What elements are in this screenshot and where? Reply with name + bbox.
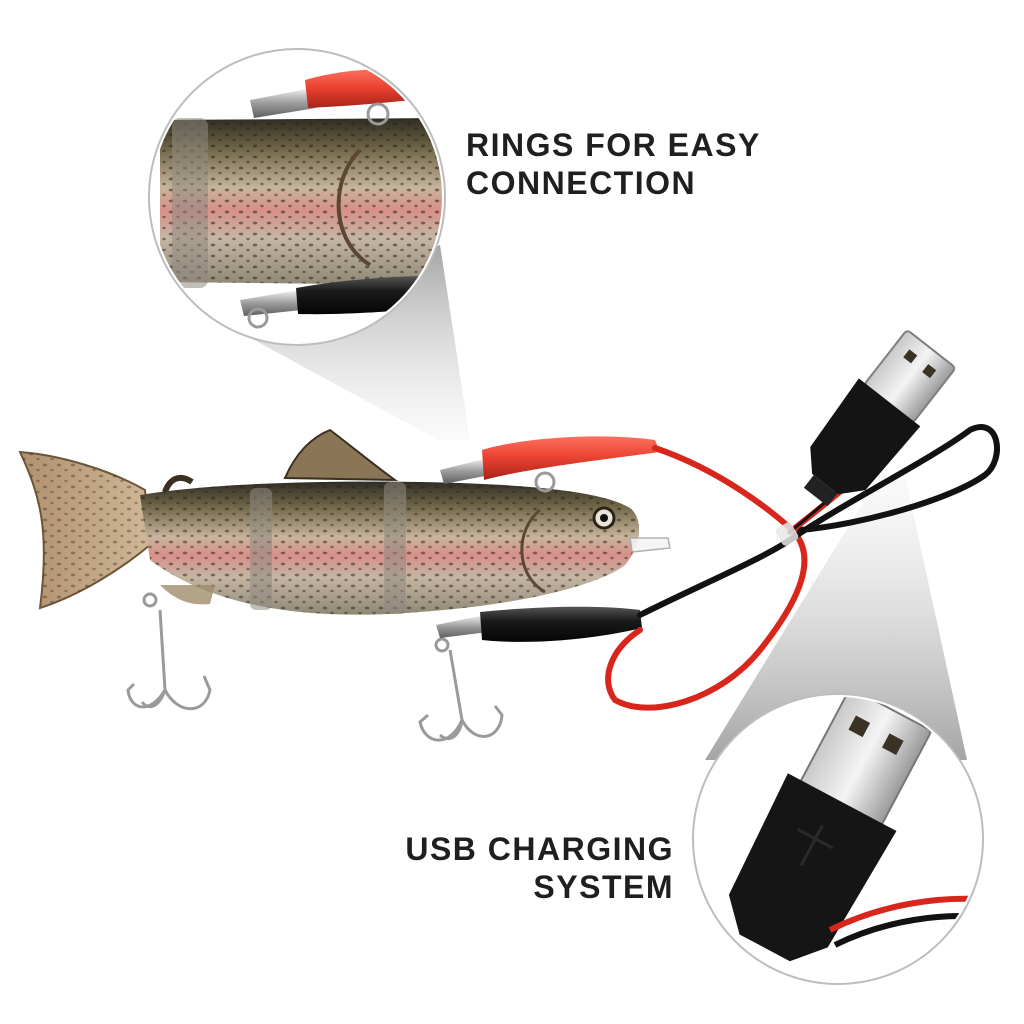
- treble-hook-front: [418, 637, 504, 742]
- zoom-callout-usb: [692, 693, 984, 985]
- usb-plug-main: [803, 330, 956, 507]
- zoom-callout-rings: [148, 48, 446, 346]
- callout-label-rings: RINGS FOR EASY CONNECTION: [466, 126, 761, 202]
- treble-hook-rear: [126, 592, 212, 711]
- body-joint: [384, 482, 406, 614]
- black-clip: [436, 606, 642, 642]
- callout-beam-bottom: [705, 475, 967, 760]
- callout-beam-top: [245, 245, 470, 440]
- red-clip: [440, 436, 660, 493]
- callout-rings-line1: RINGS FOR EASY: [466, 127, 761, 163]
- callout-label-usb: USB CHARGING SYSTEM: [405, 830, 674, 906]
- cable-tie: [775, 522, 799, 546]
- callout-usb-line1: USB CHARGING: [405, 831, 674, 867]
- callout-usb-line2: SYSTEM: [533, 869, 674, 905]
- dorsal-fin: [283, 428, 399, 482]
- body-joint: [250, 488, 272, 610]
- callout-rings-line2: CONNECTION: [466, 165, 697, 201]
- fish-lure: [18, 428, 671, 742]
